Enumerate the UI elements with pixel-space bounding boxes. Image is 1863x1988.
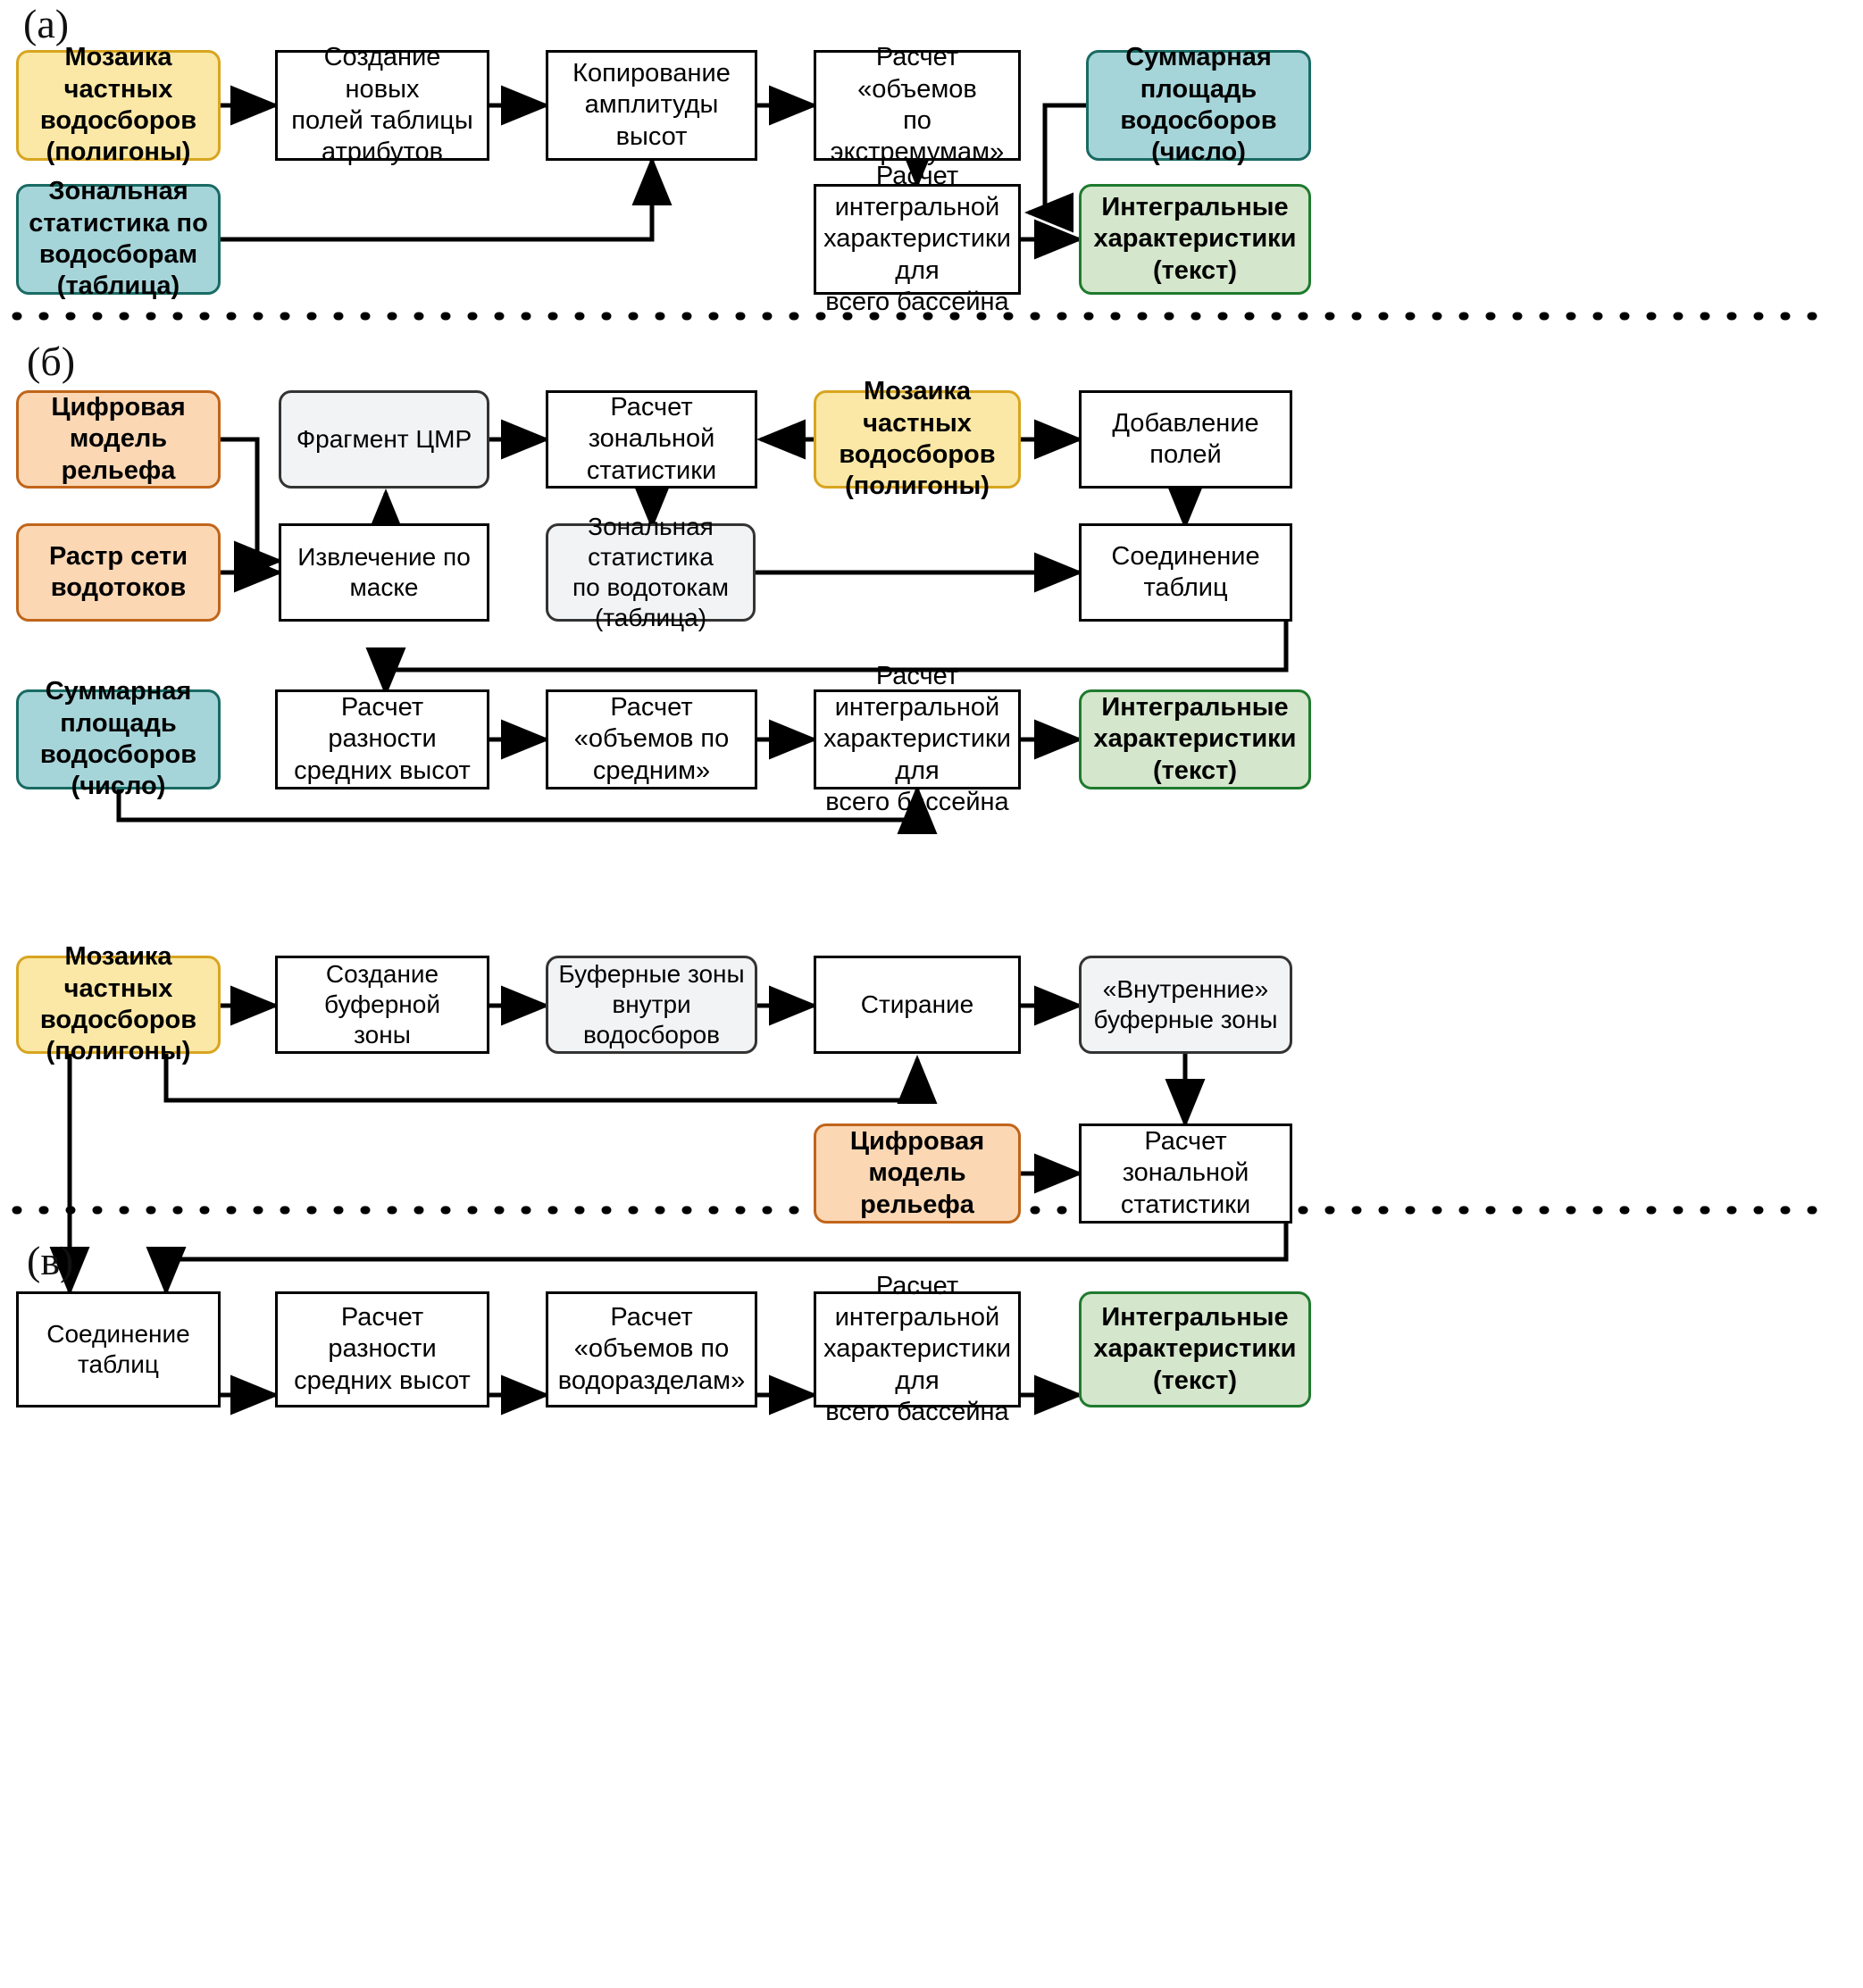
- edge-a-totalarea-integral: [1024, 103, 1086, 233]
- edge-b-totalarea-integral: [116, 785, 938, 834]
- edge-a-zonalstat-copyampl: [221, 156, 673, 242]
- panel-label-c: (в): [27, 1238, 74, 1283]
- node-b-extract[interactable]: Извлечение по маске: [279, 523, 489, 622]
- edge-b-jointab-diffmean: [365, 621, 1289, 697]
- panel-label-a: (а): [23, 1, 70, 46]
- node-b-demfrag[interactable]: Фрагмент ЦМР: [279, 390, 489, 489]
- node-c-innerbuf[interactable]: «Внутренние»буферные зоны: [1079, 956, 1292, 1054]
- edge-c-mosaic-erase: [163, 1054, 938, 1104]
- edge-b-dem-extract: [221, 437, 283, 581]
- panel-label-b: (б): [27, 338, 76, 384]
- node-b-addfields[interactable]: Добавление полей: [1079, 390, 1292, 489]
- node-c-erase[interactable]: Стирание: [814, 956, 1021, 1054]
- node-c-jointab[interactable]: Соединение таблиц: [16, 1291, 221, 1407]
- node-b-jointab[interactable]: Соединение таблиц: [1079, 523, 1292, 622]
- edge-c-zonalcalc-jointab: [146, 1224, 1289, 1296]
